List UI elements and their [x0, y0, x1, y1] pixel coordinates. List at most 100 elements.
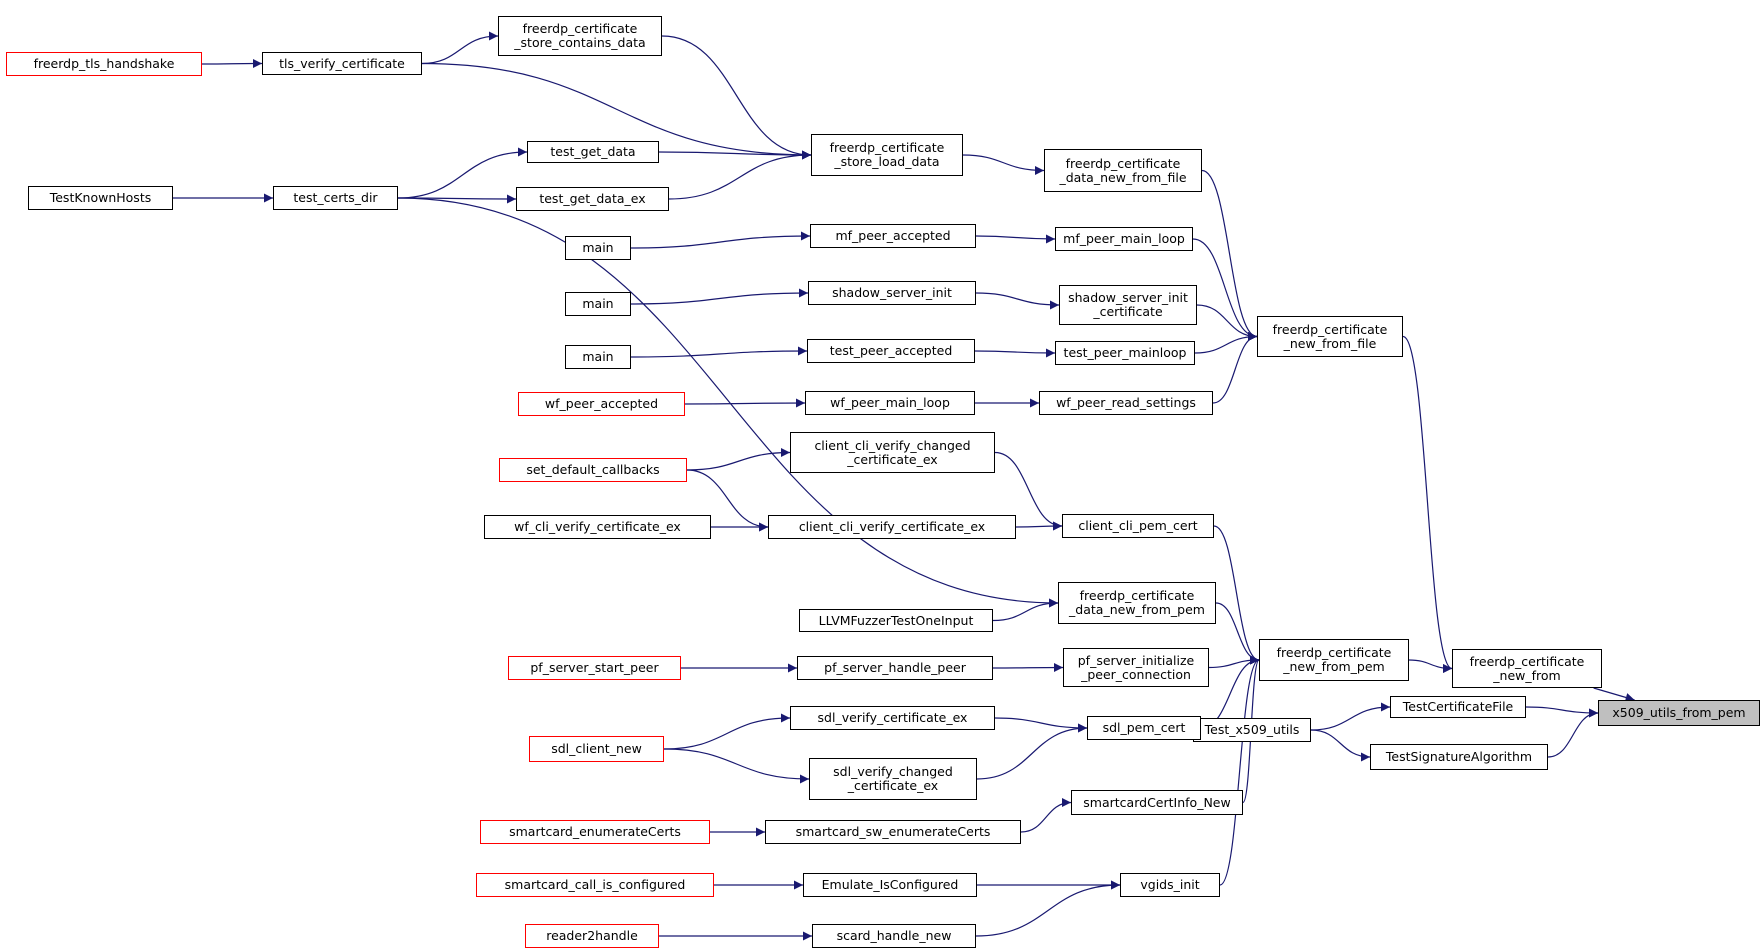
node-label: client_cli_verify_changed _certificate_e… [814, 437, 971, 467]
node-label: set_default_callbacks [526, 462, 660, 477]
node-label: sdl_client_new [551, 741, 642, 756]
node-mf-peer-accepted[interactable]: mf_peer_accepted [810, 224, 976, 248]
node-shadow-init-cert[interactable]: shadow_server_init _certificate [1059, 285, 1197, 325]
node-label: sdl_verify_changed _certificate_ex [833, 764, 953, 793]
node-test-get-data-ex[interactable]: test_get_data_ex [516, 187, 669, 211]
node-cert-new-from-pem[interactable]: freerdp_certificate _new_from_pem [1259, 639, 1409, 681]
node-test-certs-dir[interactable]: test_certs_dir [273, 186, 398, 210]
node-test-get-data[interactable]: test_get_data [527, 141, 659, 163]
node-shadow-server-init[interactable]: shadow_server_init [808, 281, 976, 305]
node-test-known-hosts[interactable]: TestKnownHosts [28, 186, 173, 210]
node-sdl-pem-cert[interactable]: sdl_pem_cert [1087, 716, 1201, 740]
edge-setDefaultCallbacks-to-clientVerifyEx [686, 469, 769, 532]
node-label: client_cli_verify_certificate_ex [798, 519, 986, 534]
node-vgids-init[interactable]: vgids_init [1120, 873, 1220, 897]
node-label: wf_cli_verify_certificate_ex [514, 519, 681, 534]
node-label: test_peer_mainloop [1063, 345, 1187, 360]
edge-main3-to-testPeerAccepted [630, 346, 808, 358]
node-wf-peer-read-settings[interactable]: wf_peer_read_settings [1039, 391, 1213, 415]
node-client-verify-changed[interactable]: client_cli_verify_changed _certificate_e… [790, 432, 995, 473]
node-label: smartcard_sw_enumerateCerts [795, 824, 991, 839]
node-wf-peer-main-loop[interactable]: wf_peer_main_loop [805, 391, 975, 415]
edge-vgidsInit-to-certNewFromPem [1219, 655, 1260, 886]
node-pf-handle-peer[interactable]: pf_server_handle_peer [797, 656, 993, 680]
node-cert-new-from[interactable]: freerdp_certificate _new_from [1452, 649, 1602, 688]
node-wf-cli-verify[interactable]: wf_cli_verify_certificate_ex [484, 515, 711, 539]
node-smartcard-cert-info-new[interactable]: smartcardCertInfo_New [1071, 790, 1243, 815]
node-tls-verify[interactable]: tls_verify_certificate [262, 52, 422, 75]
node-label: x509_utils_from_pem [1612, 705, 1746, 720]
node-smartcard-sw-enum[interactable]: smartcard_sw_enumerateCerts [765, 820, 1021, 844]
node-label: pf_server_start_peer [530, 660, 659, 675]
edge-mfPeerAccepted-to-mfPeerMainLoop [975, 234, 1056, 244]
node-mf-peer-main-loop[interactable]: mf_peer_main_loop [1055, 227, 1193, 251]
node-store-load-data[interactable]: freerdp_certificate _store_load_data [811, 134, 963, 176]
node-pf-start-peer[interactable]: pf_server_start_peer [508, 656, 681, 680]
node-label: freerdp_tls_handshake [33, 56, 175, 71]
node-wf-peer-accepted[interactable]: wf_peer_accepted [518, 392, 685, 416]
edge-testCertsDir-to-testGetData [397, 147, 528, 199]
node-store-contains-data[interactable]: freerdp_certificate _store_contains_data [498, 16, 662, 56]
node-sdl-client-new[interactable]: sdl_client_new [529, 736, 664, 762]
node-sdl-verify-changed[interactable]: sdl_verify_changed _certificate_ex [809, 758, 977, 800]
edge-testCertsDir-to-certDataNewFromPem [397, 197, 1059, 608]
node-sdl-verify-ex[interactable]: sdl_verify_certificate_ex [790, 706, 995, 730]
node-client-verify-ex[interactable]: client_cli_verify_certificate_ex [768, 515, 1016, 539]
node-cert-data-new-from-pem[interactable]: freerdp_certificate _data_new_from_pem [1058, 582, 1216, 624]
node-label: reader2handle [546, 928, 638, 943]
node-label: vgids_init [1140, 877, 1200, 892]
node-set-default-callbacks[interactable]: set_default_callbacks [499, 458, 687, 482]
node-label: sdl_verify_certificate_ex [817, 710, 968, 725]
edge-llvmFuzzer-to-certDataNewFromPem [992, 598, 1059, 622]
node-smartcard-enum[interactable]: smartcard_enumerateCerts [480, 820, 710, 844]
node-label: Emulate_IsConfigured [821, 877, 959, 892]
edge-testCertFile-to-x509 [1525, 706, 1599, 718]
edge-wfPeerReadSettings-to-certNewFromFile [1212, 332, 1258, 404]
edge-main1-to-mfPeerAccepted [630, 231, 811, 249]
node-test-cert-file[interactable]: TestCertificateFile [1390, 696, 1526, 718]
node-label: TestKnownHosts [49, 190, 152, 205]
node-label: TestCertificateFile [1402, 699, 1514, 714]
node-label: test_get_data [550, 144, 636, 159]
edge-certNewFromPem-to-certNewFrom [1408, 659, 1453, 673]
node-cert-new-from-file[interactable]: freerdp_certificate _new_from_file [1257, 316, 1403, 357]
node-x509[interactable]: x509_utils_from_pem [1598, 700, 1760, 726]
edge-testGetData-to-storeLoadData [658, 150, 812, 160]
node-main2[interactable]: main [565, 292, 631, 316]
node-label: freerdp_certificate _new_from_file [1272, 321, 1388, 351]
node-test-peer-accepted[interactable]: test_peer_accepted [807, 339, 975, 363]
edge-clientVerifyChanged-to-clientPemCert [994, 451, 1063, 531]
edge-smartcardSwEnum-to-smartcardCertInfoNew [1020, 798, 1072, 833]
edge-tlsVerify-to-storeContainsData [421, 31, 499, 65]
node-pf-init-peer-conn[interactable]: pf_server_initialize _peer_connection [1063, 648, 1209, 687]
node-main3[interactable]: main [565, 345, 631, 369]
node-label: pf_server_initialize _peer_connection [1077, 652, 1195, 682]
node-test-peer-mainloop[interactable]: test_peer_mainloop [1055, 341, 1195, 365]
node-scard-handle-new[interactable]: scard_handle_new [812, 924, 976, 948]
node-label: pf_server_handle_peer [824, 660, 966, 675]
node-label: freerdp_certificate _store_load_data [829, 140, 945, 169]
node-llvm-fuzzer[interactable]: LLVMFuzzerTestOneInput [799, 609, 993, 632]
edge-certNewFrom-to-x509 [1593, 687, 1635, 702]
node-label: freerdp_certificate _store_contains_data [514, 21, 646, 50]
node-label: LLVMFuzzerTestOneInput [818, 612, 974, 628]
node-test-x509[interactable]: Test_x509_utils [1193, 718, 1311, 742]
edge-testX509-to-testSigAlg [1310, 729, 1371, 762]
edge-pfHandlePeer-to-pfInitPeerConn [992, 663, 1064, 673]
edge-storeLoadData-to-certDataNewFromFile [962, 154, 1045, 175]
node-client-pem-cert[interactable]: client_cli_pem_cert [1062, 514, 1214, 538]
node-label: freerdp_certificate _new_from [1469, 653, 1585, 683]
node-label: mf_peer_accepted [835, 228, 951, 243]
node-emulate-is-configured[interactable]: Emulate_IsConfigured [803, 873, 977, 897]
node-cert-data-new-from-file[interactable]: freerdp_certificate _data_new_from_file [1044, 149, 1202, 192]
edge-sdlClientNew-to-sdlVerifyChanged [663, 748, 810, 784]
node-reader2handle[interactable]: reader2handle [525, 924, 659, 948]
node-label: smartcardCertInfo_New [1083, 794, 1231, 810]
node-main1[interactable]: main [565, 236, 631, 260]
node-test-sig-alg[interactable]: TestSignatureAlgorithm [1370, 744, 1548, 770]
node-label: main [582, 349, 614, 364]
node-tls-handshake[interactable]: freerdp_tls_handshake [6, 52, 202, 76]
node-label: shadow_server_init _certificate [1068, 290, 1188, 319]
edge-testPeerMainloop-to-certNewFromFile [1194, 332, 1258, 354]
node-smartcard-call-is-configured[interactable]: smartcard_call_is_configured [476, 873, 714, 897]
